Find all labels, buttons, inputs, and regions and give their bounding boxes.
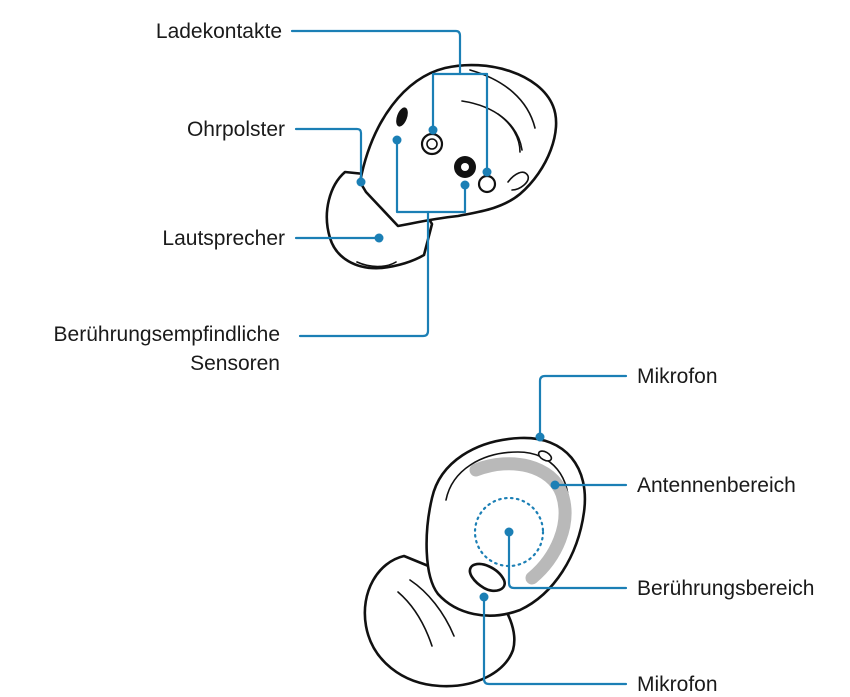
label-touch-sensors-line1: Berührungsempfindliche	[54, 323, 280, 346]
label-speaker: Lautsprecher	[162, 227, 285, 250]
label-touch-sensors-line2: Sensoren	[190, 352, 280, 375]
charging-contact-inner	[427, 139, 437, 149]
label-microphone-top: Mikrofon	[637, 365, 718, 388]
label-microphone-bottom: Mikrofon	[637, 673, 718, 696]
label-touch-area: Berührungsbereich	[637, 577, 814, 600]
earbud-body	[360, 65, 556, 226]
charging-contact	[479, 176, 495, 192]
label-ear-cushion: Ohrpolster	[187, 118, 285, 141]
sensor-hole-inner	[461, 163, 469, 171]
earbud-front-view	[365, 438, 585, 686]
label-charging-contacts: Ladekontakte	[156, 20, 282, 43]
label-antenna-area: Antennenbereich	[637, 474, 796, 497]
